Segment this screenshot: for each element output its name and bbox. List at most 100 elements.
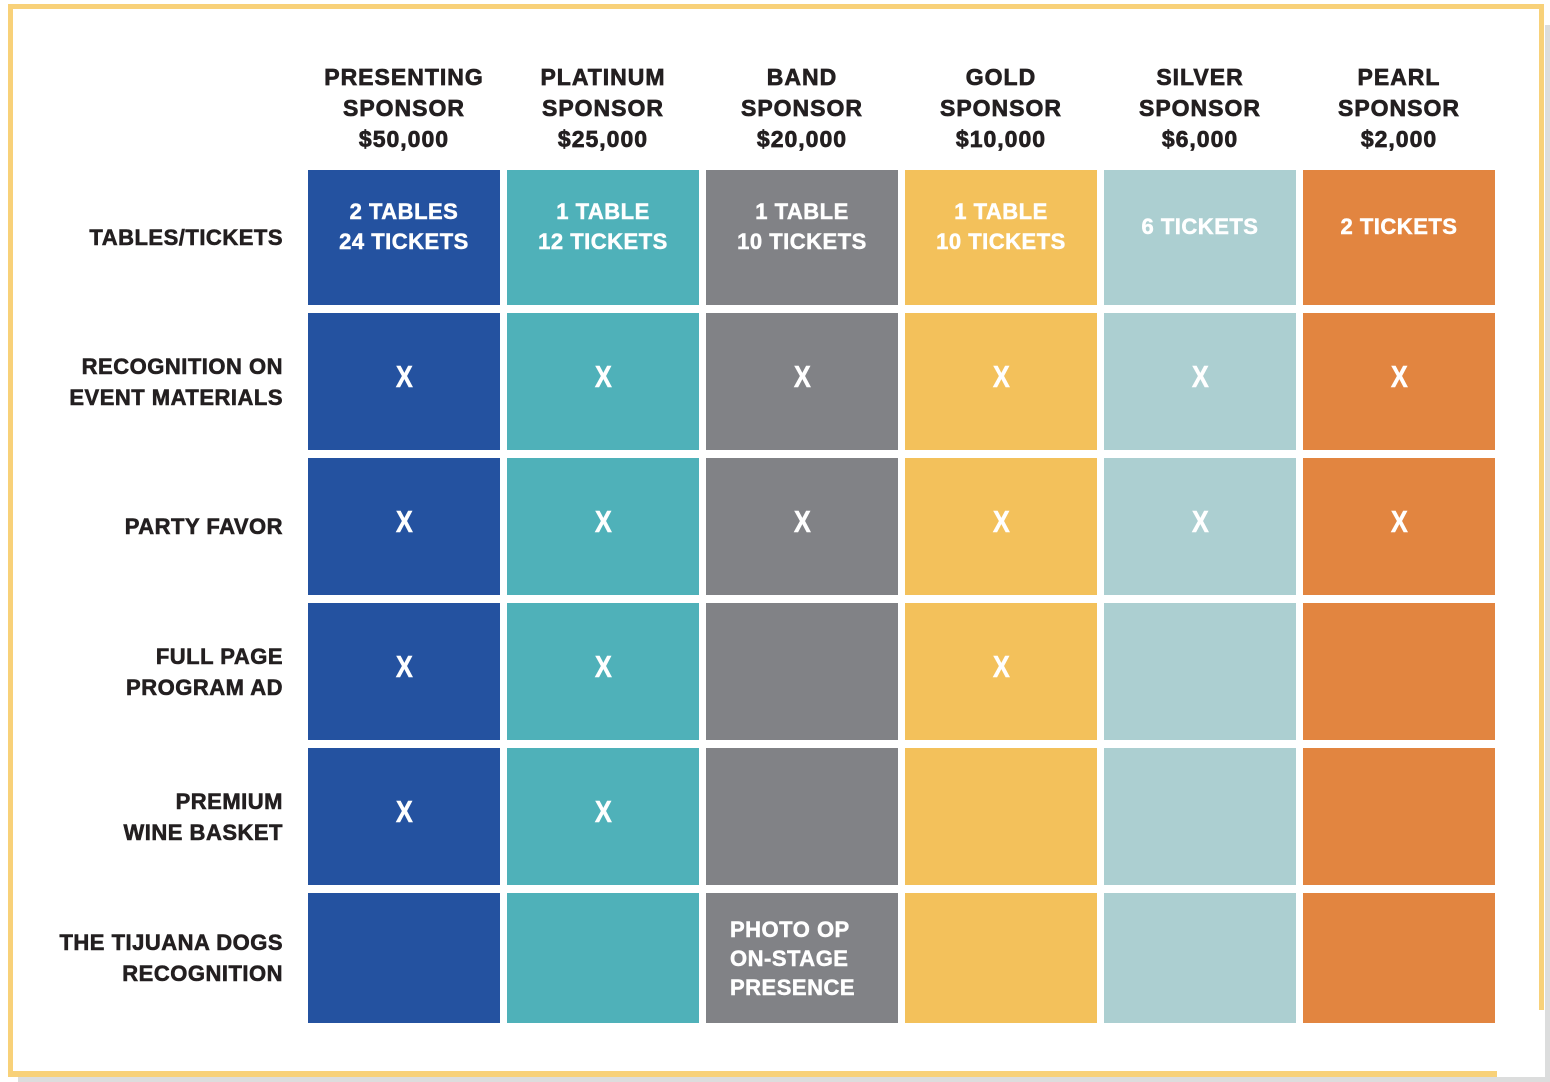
row-label-tables-tickets: TABLES/TICKETS	[13, 170, 301, 305]
cell-line: 10 TICKETS	[737, 228, 867, 254]
column-name: PLATINUM	[540, 63, 666, 90]
column-type: SPONSOR	[1337, 94, 1461, 121]
benefit-cell: X	[1104, 313, 1296, 450]
benefit-cell: X	[308, 313, 500, 450]
row-label-line: EVENT MATERIALS	[69, 384, 283, 410]
tickets-cell: 1 TABLE 12 TICKETS	[507, 170, 699, 305]
benefit-cell	[1303, 748, 1495, 885]
tickets-cell: 1 TABLE 10 TICKETS	[905, 170, 1097, 305]
benefit-cell: X	[1104, 458, 1296, 595]
benefit-cell	[706, 603, 898, 740]
check-mark: X	[992, 648, 1010, 684]
card-border-left	[8, 4, 13, 1077]
cell-line: 10 TICKETS	[936, 228, 1066, 254]
benefit-cell: X	[507, 458, 699, 595]
benefit-cell: X	[706, 458, 898, 595]
check-mark: X	[1191, 503, 1209, 539]
check-mark: X	[1390, 503, 1408, 539]
check-mark: X	[1191, 358, 1209, 394]
sponsorship-table: PRESENTING SPONSOR $50,000 PLATINUM SPON…	[13, 54, 1495, 1023]
cell-line: 2 TICKETS	[1340, 213, 1458, 239]
column-amount: $10,000	[955, 125, 1047, 152]
benefit-cell: X	[905, 458, 1097, 595]
tickets-cell: 2 TABLES 24 TICKETS	[308, 170, 500, 305]
check-mark: X	[992, 503, 1010, 539]
column-amount: $2,000	[1360, 125, 1438, 152]
row-label-recognition: RECOGNITION ON EVENT MATERIALS	[13, 313, 301, 450]
check-mark: X	[395, 648, 413, 684]
card-border-bottom	[8, 1071, 1497, 1077]
column-name: BAND	[766, 63, 838, 90]
benefit-cell	[1104, 603, 1296, 740]
column-amount: $50,000	[358, 125, 450, 152]
tickets-cell: 2 TICKETS	[1303, 170, 1495, 305]
check-mark: X	[395, 793, 413, 829]
check-mark: X	[594, 793, 612, 829]
column-header-presenting: PRESENTING SPONSOR $50,000	[308, 54, 500, 162]
card-border-right	[1539, 4, 1544, 1010]
row-label-line: PREMIUM	[175, 788, 283, 814]
row-label-line: PARTY FAVOR	[124, 514, 283, 540]
benefit-cell: X	[905, 313, 1097, 450]
header-spacer	[13, 54, 301, 162]
cell-line: ON-STAGE	[730, 945, 849, 971]
benefit-cell: X	[507, 603, 699, 740]
benefit-cell: X	[507, 313, 699, 450]
check-mark: X	[793, 358, 811, 394]
column-header-pearl: PEARL SPONSOR $2,000	[1303, 54, 1495, 162]
cell-line: 1 TABLE	[954, 198, 1048, 224]
check-mark: X	[793, 503, 811, 539]
column-header-silver: SILVER SPONSOR $6,000	[1104, 54, 1296, 162]
benefit-cell: X	[905, 603, 1097, 740]
column-amount: $20,000	[756, 125, 848, 152]
benefit-cell	[706, 748, 898, 885]
tickets-cell: 1 TABLE 10 TICKETS	[706, 170, 898, 305]
benefit-cell	[905, 748, 1097, 885]
row-label-wine-basket: PREMIUM WINE BASKET	[13, 748, 301, 885]
check-mark: X	[594, 503, 612, 539]
column-header-gold: GOLD SPONSOR $10,000	[905, 54, 1097, 162]
check-mark: X	[992, 358, 1010, 394]
benefit-cell: X	[308, 748, 500, 885]
row-label-line: WINE BASKET	[123, 819, 283, 845]
page-edge-right	[1545, 25, 1550, 1082]
row-label-line: RECOGNITION	[122, 961, 283, 987]
benefit-cell: X	[1303, 313, 1495, 450]
row-label-line: FULL PAGE	[155, 643, 283, 669]
column-name: GOLD	[965, 63, 1037, 90]
column-type: SPONSOR	[342, 94, 466, 121]
benefit-cell	[905, 893, 1097, 1023]
benefit-cell: X	[706, 313, 898, 450]
column-amount: $25,000	[557, 125, 649, 152]
benefit-cell: X	[1303, 458, 1495, 595]
benefit-cell	[1104, 893, 1296, 1023]
column-type: SPONSOR	[939, 94, 1063, 121]
column-header-band: BAND SPONSOR $20,000	[706, 54, 898, 162]
tickets-cell: 6 TICKETS	[1104, 170, 1296, 305]
benefit-cell: X	[507, 748, 699, 885]
benefit-cell	[507, 893, 699, 1023]
benefit-cell: X	[308, 603, 500, 740]
row-label-program-ad: FULL PAGE PROGRAM AD	[13, 603, 301, 740]
column-header-platinum: PLATINUM SPONSOR $25,000	[507, 54, 699, 162]
column-type: SPONSOR	[1138, 94, 1262, 121]
benefit-cell	[1303, 893, 1495, 1023]
check-mark: X	[594, 358, 612, 394]
column-name: PEARL	[1357, 63, 1441, 90]
check-mark: X	[1390, 358, 1408, 394]
row-label-line: RECOGNITION ON	[81, 353, 283, 379]
cell-line: PRESENCE	[730, 974, 856, 1000]
photo-op-cell: PHOTO OP ON-STAGE PRESENCE	[706, 893, 898, 1023]
cell-line: 2 TABLES	[349, 198, 459, 224]
column-name: PRESENTING	[324, 63, 484, 90]
row-label-tijuana-dogs: THE TIJUANA DOGS RECOGNITION	[13, 893, 301, 1023]
cell-line: PHOTO OP	[730, 916, 850, 942]
benefit-cell	[1303, 603, 1495, 740]
column-name: SILVER	[1156, 63, 1244, 90]
row-label-line: THE TIJUANA DOGS	[59, 930, 283, 956]
benefit-cell	[1104, 748, 1296, 885]
cell-line: 1 TABLE	[755, 198, 849, 224]
column-amount: $6,000	[1161, 125, 1239, 152]
row-label-line: TABLES/TICKETS	[89, 225, 283, 251]
page-edge-bottom	[18, 1077, 1550, 1082]
